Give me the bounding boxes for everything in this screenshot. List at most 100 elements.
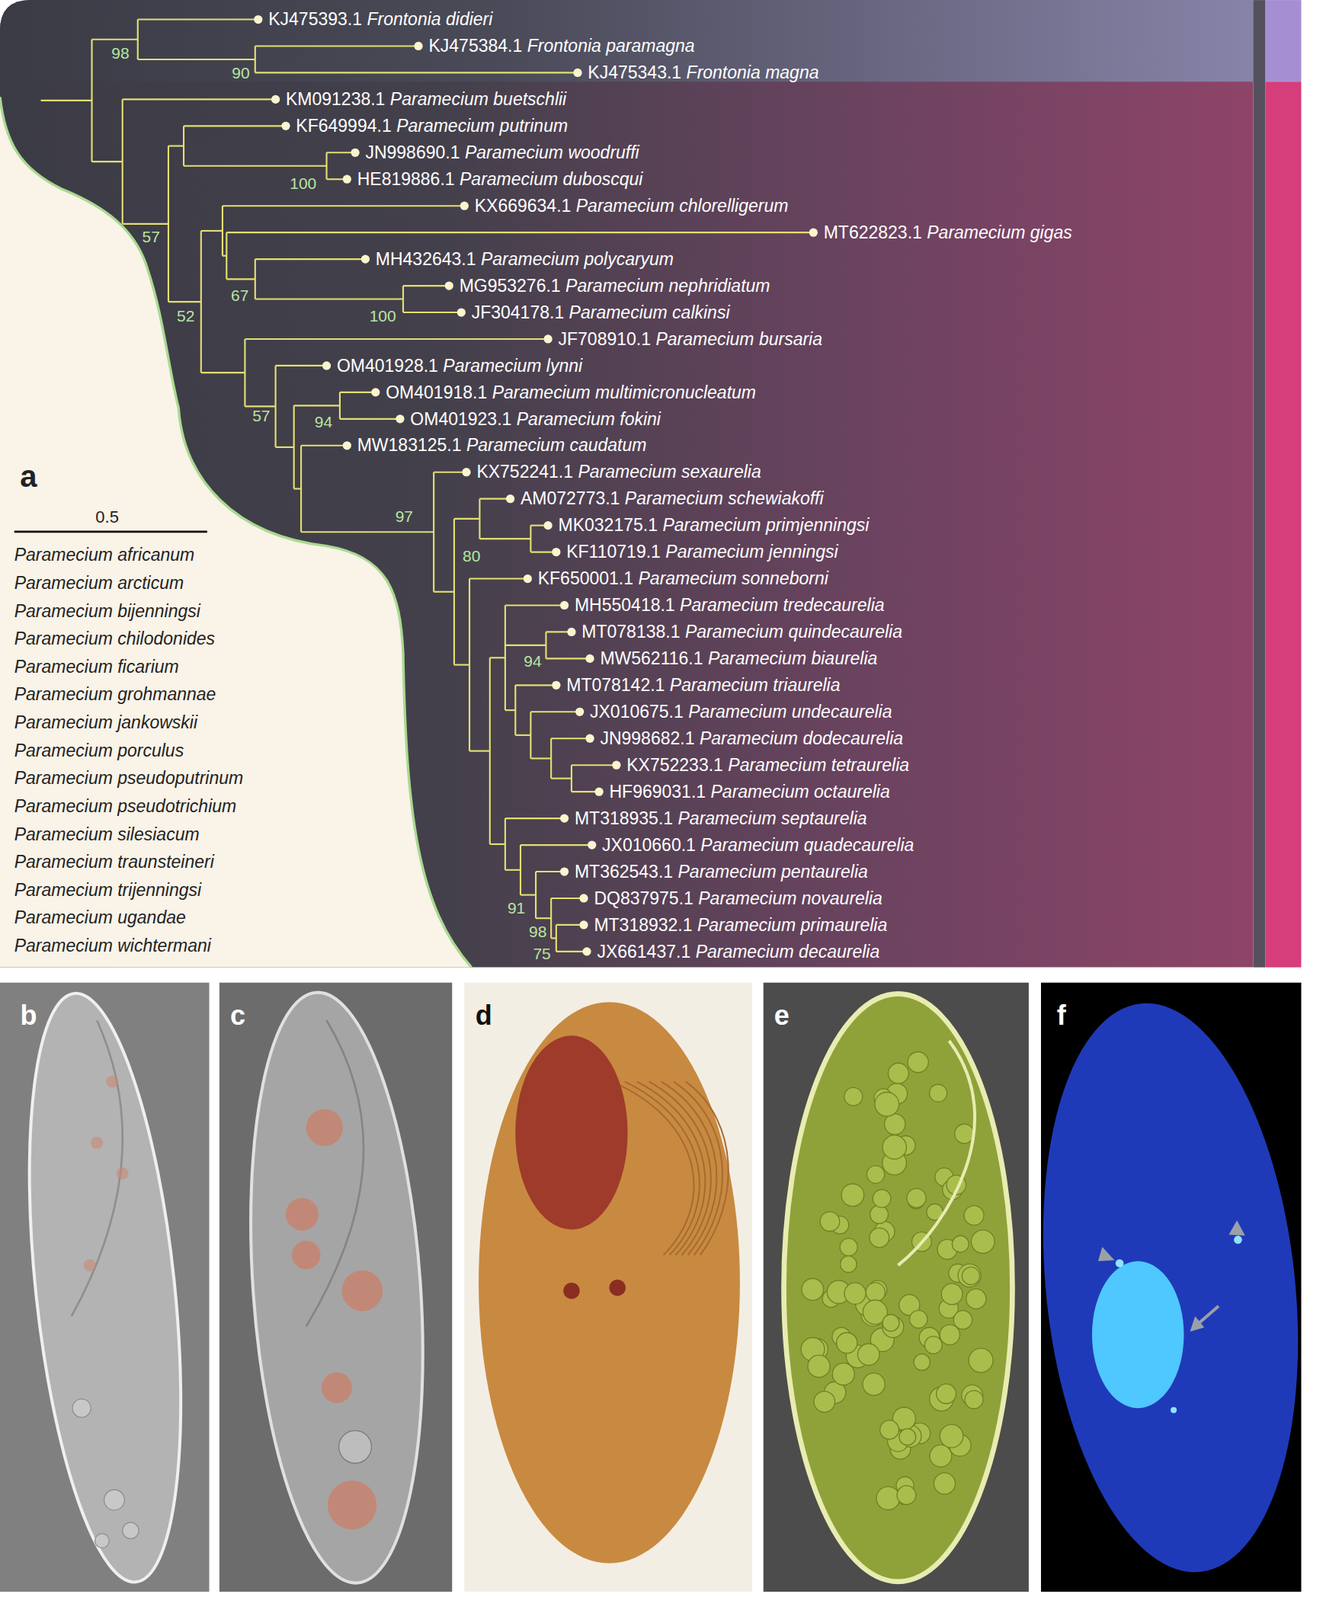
tip-label: KX752241.1Paramecium sexaurelia <box>476 461 761 482</box>
symbiotic-alga <box>941 1284 963 1306</box>
oral-groove <box>897 1041 975 1266</box>
tip-label: KJ475343.1Frontonia magna <box>587 62 819 83</box>
tip-dot <box>460 201 469 211</box>
tree-branch <box>201 371 246 374</box>
tree-branch <box>433 471 467 474</box>
tree-branch <box>255 297 404 300</box>
tree-branch <box>469 750 491 753</box>
tip-dot <box>523 574 532 584</box>
tree-branch <box>92 160 123 163</box>
symbiotic-alga <box>858 1344 880 1366</box>
tip-dot <box>445 281 454 290</box>
symbiotic-alga <box>907 1051 929 1073</box>
tip-label: KJ475393.1Frontonia didieri <box>268 9 493 29</box>
symbiotic-alga <box>876 1486 901 1511</box>
symbiotic-alga <box>953 1310 972 1330</box>
tree-branch <box>294 487 302 490</box>
symbiotic-alga <box>870 1205 889 1224</box>
vacuole <box>122 1522 139 1539</box>
micronucleus <box>563 1282 580 1299</box>
panel-letter: f <box>1057 999 1067 1032</box>
food-vacuole <box>342 1270 384 1312</box>
tree-branch <box>255 44 419 47</box>
tree-branch <box>530 757 551 760</box>
tip-label: JX661437.1Paramecium decaurelia <box>596 941 880 962</box>
accession-number: JF304178.1 <box>471 302 564 323</box>
symbiotic-alga <box>844 1087 863 1106</box>
tree-branch <box>226 278 255 280</box>
symbiotic-alga <box>961 1267 980 1285</box>
symbiotic-alga <box>801 1278 824 1301</box>
symbiotic-alga <box>884 1114 906 1135</box>
accession-number: MK032175.1 <box>558 515 658 535</box>
accession-number: AM072773.1 <box>520 488 620 509</box>
unsequenced-species: Paramecium wichtermani <box>14 935 212 956</box>
micronucleus <box>1233 1236 1243 1245</box>
species-name: Paramecium octaurelia <box>711 781 891 802</box>
tree-branch <box>454 518 480 520</box>
accession-number: KF649994.1 <box>295 115 391 136</box>
tip-dot <box>585 654 594 664</box>
tree-branch <box>222 205 465 207</box>
unsequenced-species: Paramecium ugandae <box>14 907 186 928</box>
kinety-line <box>685 1082 729 1256</box>
species-name: Frontonia didieri <box>366 9 493 29</box>
tip-dot <box>560 867 569 876</box>
tip-dot <box>551 547 561 557</box>
tree-branch <box>137 58 256 61</box>
tree-branch <box>244 405 276 407</box>
species-name: Paramecium novaurelia <box>698 888 883 909</box>
tip-dot <box>544 521 553 530</box>
accession-number: MT318932.1 <box>593 915 692 936</box>
species-name: Paramecium caudatum <box>466 435 648 455</box>
unsequenced-species: Paramecium ficarium <box>14 656 180 677</box>
accession-number: KX752241.1 <box>476 461 574 482</box>
divider-bar <box>1253 0 1266 968</box>
accession-number: JX010660.1 <box>602 835 696 856</box>
tip-dot <box>560 601 569 610</box>
symbiotic-alga <box>836 1332 858 1354</box>
tree-branch <box>530 711 580 713</box>
contractile-vacuole <box>339 1431 372 1464</box>
symbiotic-alga <box>865 1282 885 1302</box>
tip-dot <box>594 788 603 797</box>
symbiotic-alga <box>839 1238 858 1256</box>
tip-dot <box>579 920 588 929</box>
tree-branch <box>168 144 184 147</box>
tip-label: DQ837975.1Paramecium novaurelia <box>593 888 883 909</box>
tree-branch <box>301 531 434 533</box>
macronucleus <box>1092 1261 1185 1409</box>
accession-number: OM401923.1 <box>410 409 512 430</box>
unsequenced-species: Paramecium africanum <box>14 544 195 565</box>
species-name: Paramecium buetschlii <box>390 89 567 109</box>
tip-dot <box>457 307 466 317</box>
bootstrap-value: 91 <box>507 899 526 918</box>
oral-groove <box>71 1020 123 1317</box>
species-name: Paramecium dodecaurelia <box>699 728 904 749</box>
tree-branch <box>505 869 521 872</box>
tip-label: JF304178.1Paramecium calkinsi <box>471 302 731 323</box>
arrowhead <box>1228 1220 1245 1237</box>
micrograph-c-ground <box>219 983 452 1593</box>
frontonia-strip <box>1265 0 1302 82</box>
accession-number: OM401928.1 <box>336 355 439 376</box>
micronucleus <box>608 1279 625 1296</box>
tip-label: MT318932.1Paramecium primaurelia <box>593 915 888 936</box>
tree-branch <box>556 951 587 953</box>
tip-label: HE819886.1Paramecium duboscqui <box>357 169 644 189</box>
scale-label: 0.5 <box>95 507 119 527</box>
vacuole <box>95 1534 110 1549</box>
tree-branch <box>490 843 506 846</box>
species-name: Paramecium nephridiatum <box>565 275 770 296</box>
cell-b <box>5 986 206 1590</box>
legend-ground <box>0 96 472 968</box>
bootstrap-value: 80 <box>462 547 481 566</box>
species-name: Paramecium woodruffi <box>464 142 640 163</box>
bootstrap-value: 57 <box>252 406 270 426</box>
species-name: Paramecium tredecaurelia <box>679 595 885 616</box>
symbiotic-alga <box>929 1084 948 1102</box>
tip-dot <box>322 361 331 370</box>
tip-label: KX669634.1Paramecium chlorelligerum <box>474 195 789 216</box>
accession-number: DQ837975.1 <box>593 888 693 909</box>
